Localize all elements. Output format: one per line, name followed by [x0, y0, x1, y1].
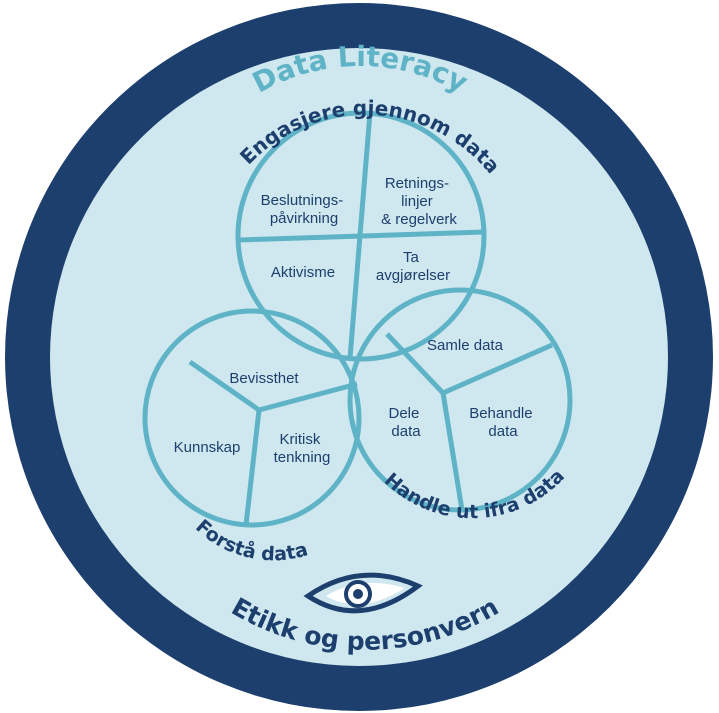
act-cell-right: Behandle data [469, 405, 537, 440]
understand-cell-top: Bevissthet [229, 370, 299, 387]
engage-circle [235, 110, 487, 362]
act-circle [347, 287, 573, 513]
engage-cell-tl: Beslutnings- påvirkning [261, 192, 348, 227]
engage-cell-br: Ta avgjørelser [376, 249, 450, 284]
understand-cell-left: Kunnskap [174, 439, 241, 456]
understand-circle [142, 308, 362, 528]
engage-cell-bl: Aktivisme [271, 264, 335, 281]
understand-cell-right: Kritisk tenkning [274, 431, 331, 466]
eye-icon [303, 572, 423, 614]
act-cell-top: Samle data [427, 337, 504, 354]
act-cell-left: Dele data [388, 405, 423, 440]
engage-cell-tr: Retnings- linjer & regelverk [381, 175, 457, 228]
